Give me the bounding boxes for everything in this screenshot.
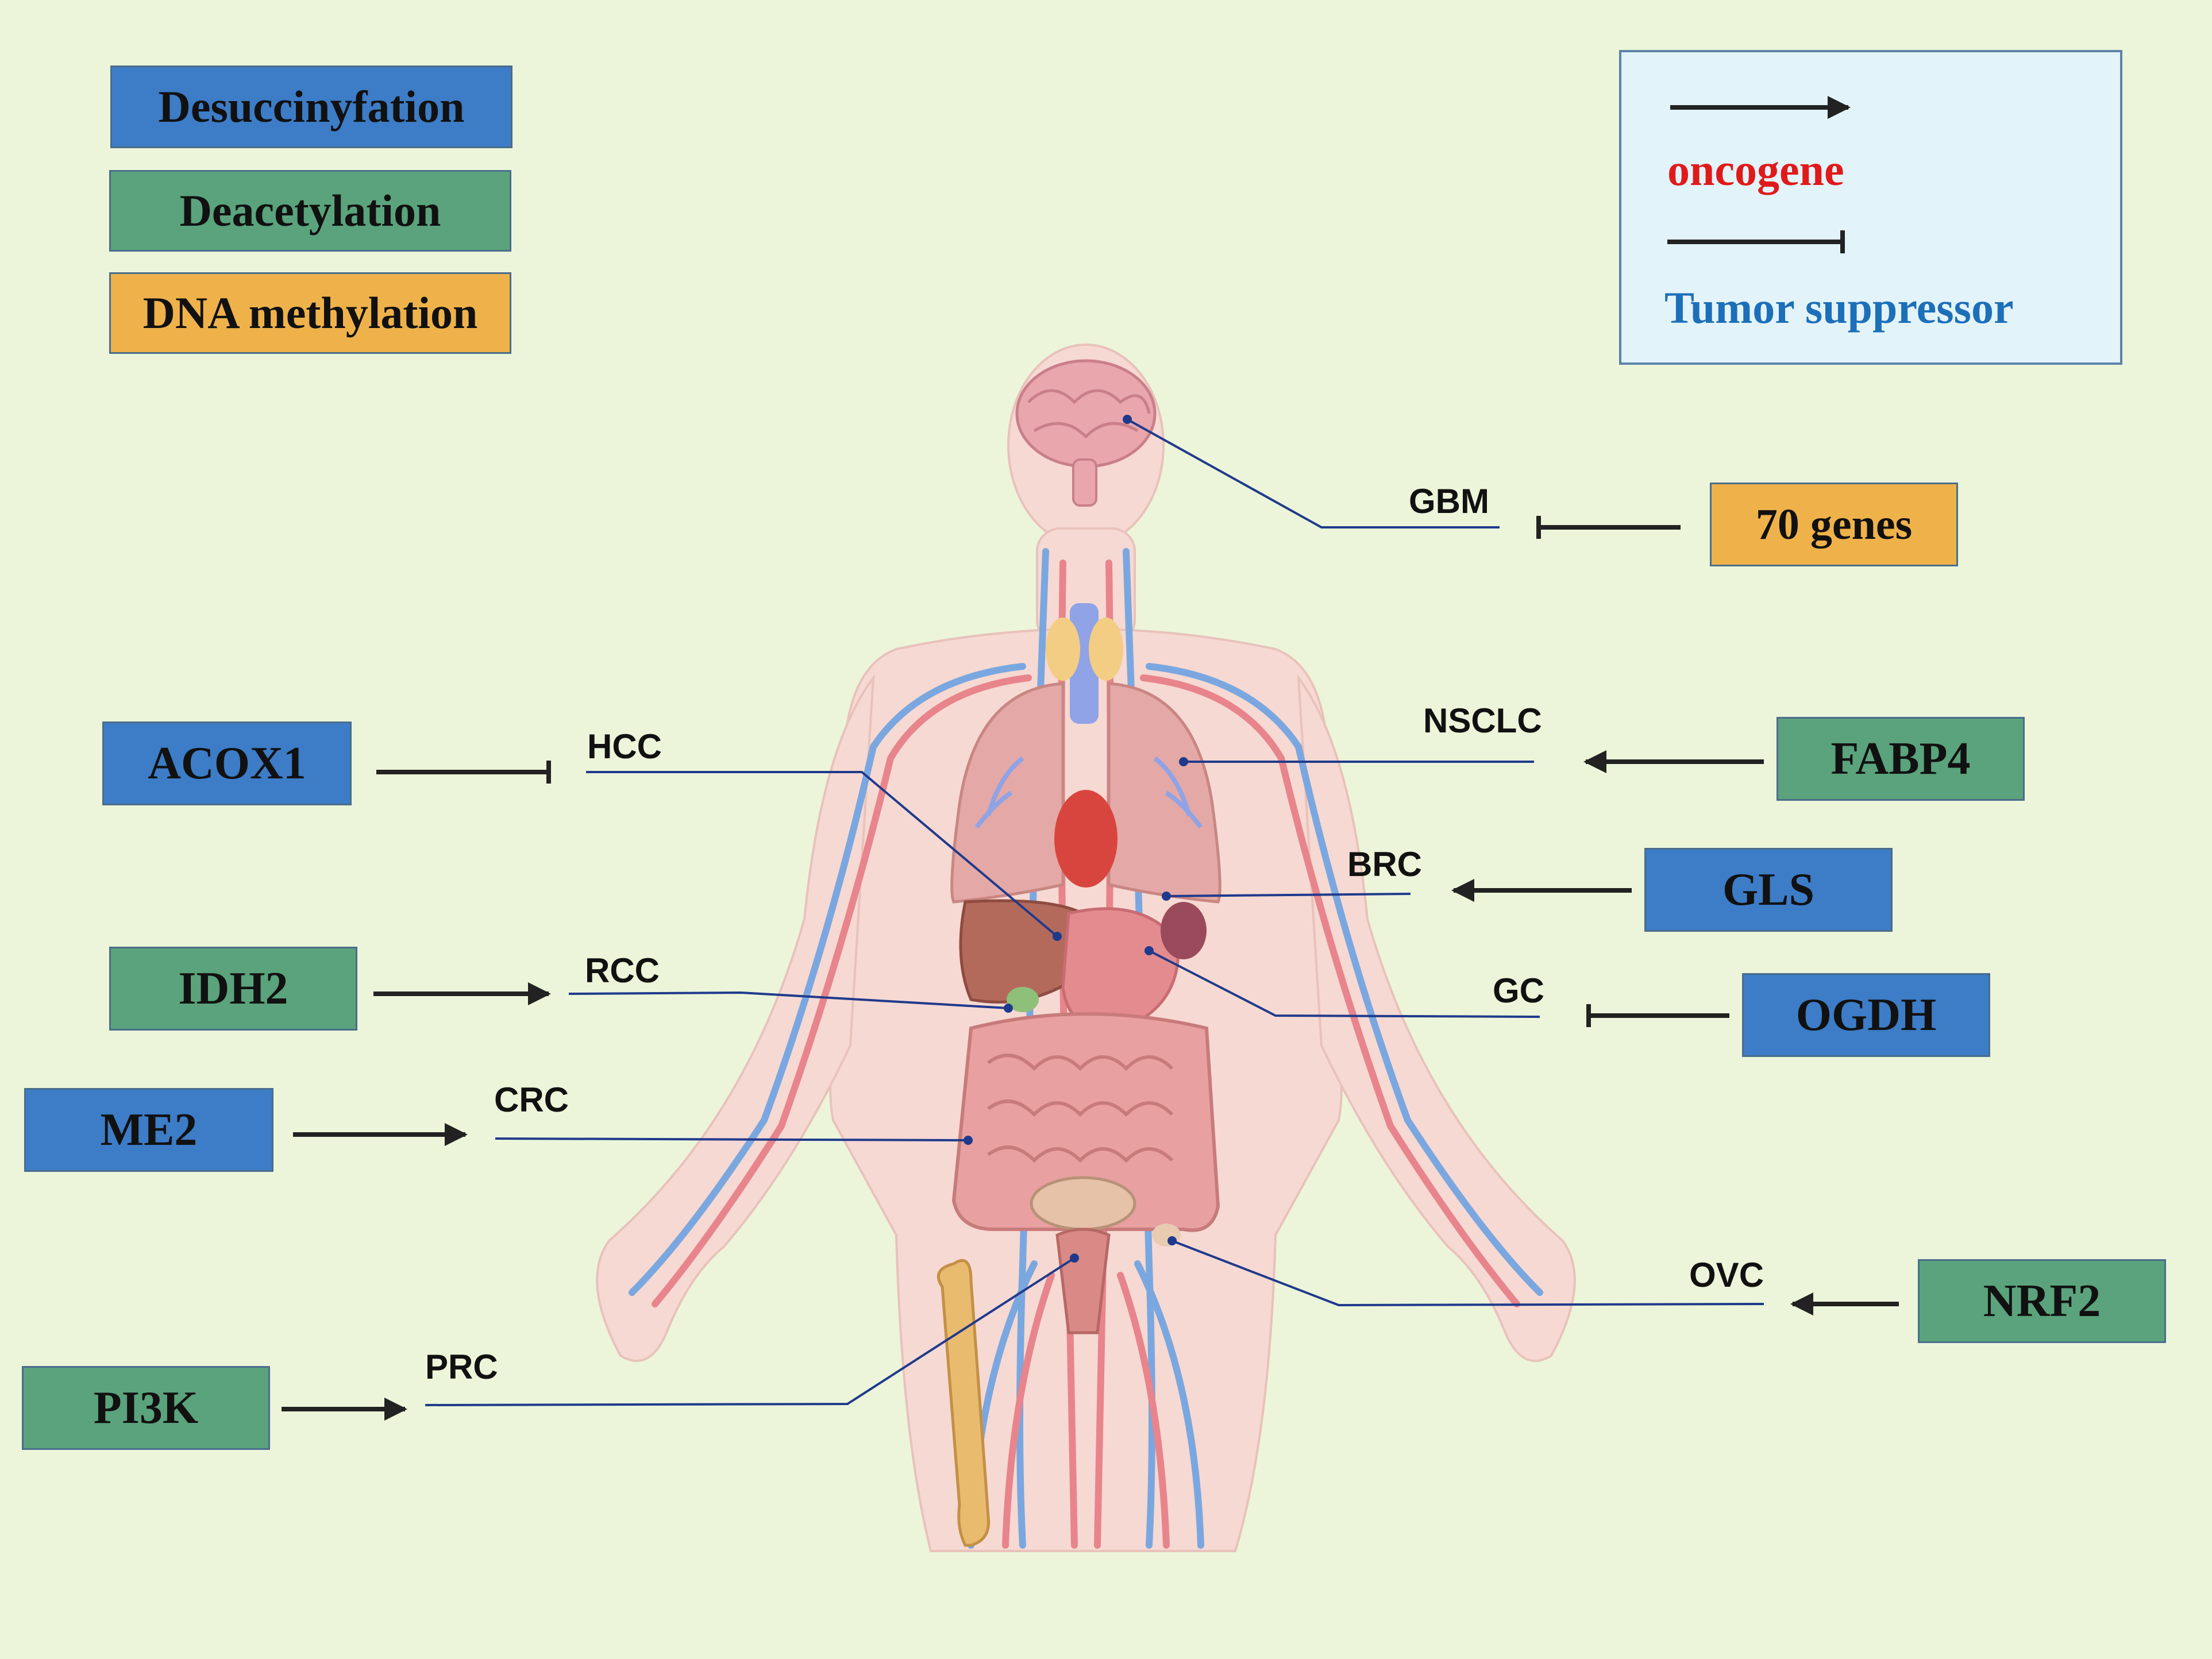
cancer-label-prc: PRC: [425, 1348, 498, 1386]
relation-arrows: [282, 516, 1899, 1421]
gene-box-me2: ME2: [24, 1088, 273, 1172]
gene-nrf2-label: NRF2: [1983, 1275, 2101, 1326]
gene-box-nrf2: NRF2: [1918, 1259, 2166, 1343]
cancer-label-ovc: OVC: [1689, 1256, 1764, 1294]
legend-desuccinylation-label: Desuccinyfation: [158, 82, 465, 132]
legend-dna-methylation: DNA methylation: [109, 272, 511, 354]
gene-box-ogdh: OGDH: [1742, 973, 1990, 1057]
legend-suppressor-label: Tumor suppressor: [1664, 283, 2014, 333]
gene-me2-label: ME2: [100, 1104, 198, 1155]
femur-bone: [937, 1259, 991, 1547]
gene-ogdh-label: OGDH: [1795, 989, 1937, 1040]
gene-fabp4-label: FABP4: [1831, 733, 1971, 784]
cancer-label-gbm: GBM: [1409, 482, 1489, 520]
cancer-label-hcc: HCC: [587, 727, 662, 766]
legend-deacetylation-label: Deacetylation: [179, 186, 441, 236]
gene-acox1-label: ACOX1: [148, 738, 306, 789]
gene-box-pi3k: PI3K: [22, 1366, 270, 1450]
gene-box-70-genes: 70 genes: [1710, 483, 1958, 566]
cancer-label-rcc: RCC: [585, 951, 660, 990]
bladder-organ: [1030, 1176, 1136, 1231]
spleen-organ: [1161, 902, 1207, 959]
gene-box-idh2: IDH2: [109, 947, 357, 1031]
arrow-legend-symbols: [1667, 96, 1851, 253]
legend-desuccinylation: Desuccinyfation: [110, 65, 512, 148]
intestines-organ: [951, 1012, 1220, 1232]
gene-idh2-label: IDH2: [178, 963, 288, 1014]
gene-70-genes-label: 70 genes: [1755, 500, 1913, 549]
arrow-legend: oncogene Tumor suppressor: [1619, 50, 2122, 365]
legend-dna-methylation-label: DNA methylation: [142, 288, 478, 338]
gene-box-fabp4: FABP4: [1776, 717, 2025, 801]
cancer-label-gc: GC: [1493, 971, 1544, 1010]
cancer-label-nsclc: NSCLC: [1423, 701, 1542, 740]
connector-lines: [425, 418, 1764, 1406]
gene-box-acox1: ACOX1: [102, 722, 352, 805]
cancer-label-brc: BRC: [1347, 845, 1422, 883]
bronchi: [974, 756, 1203, 829]
thyroid-trachea: [1046, 603, 1123, 724]
connector-dots: [964, 415, 1188, 1263]
gene-gls-label: GLS: [1722, 864, 1815, 915]
gene-pi3k-label: PI3K: [93, 1382, 199, 1433]
uterus-organ: [1055, 1228, 1111, 1334]
brain-organ: [1015, 359, 1157, 507]
gene-box-gls: GLS: [1644, 848, 1893, 932]
legend-deacetylation: Deacetylation: [109, 170, 511, 252]
kidney-organ: [1007, 987, 1039, 1012]
cancer-label-crc: CRC: [494, 1081, 569, 1119]
heart-organ: [1054, 790, 1117, 888]
liver-organ: [959, 899, 1093, 1004]
legend-oncogene-label: oncogene: [1667, 145, 1844, 195]
